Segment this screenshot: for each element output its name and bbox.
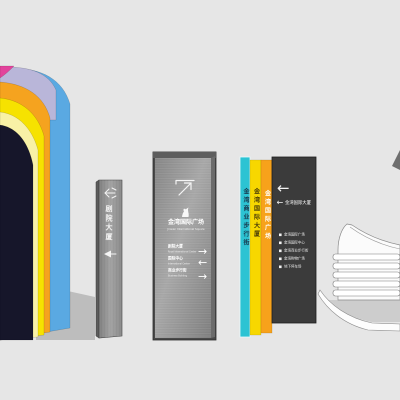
bench-floor-shadow — [326, 300, 400, 322]
arch-sign — [0, 65, 71, 341]
panel-item-bullet — [279, 249, 282, 253]
bench-slat — [332, 271, 400, 279]
bench-slat — [332, 253, 400, 261]
stripe-orange — [260, 159, 273, 334]
directory-sign — [152, 151, 217, 341]
directory-sign-texture — [155, 158, 211, 338]
directory-sign-side — [211, 156, 215, 338]
stripe-sign — [239, 156, 317, 338]
bench-sign-curve-line — [349, 226, 400, 250]
arrow-up-right-icon — [175, 179, 195, 196]
pole-sign — [95, 179, 123, 339]
pole-sign-texture — [99, 180, 122, 338]
arch-dark-interior — [0, 124, 34, 341]
direction-fork-icon — [104, 187, 117, 199]
panel-item-bullet — [279, 233, 282, 237]
stripe-cyan — [239, 156, 251, 338]
arch-accent-tip — [0, 65, 15, 79]
bench-slat — [332, 289, 400, 297]
bench-sign-base — [317, 289, 400, 332]
panel-item-bullet — [279, 265, 282, 269]
stripe-yellow — [249, 159, 262, 336]
stripe-dark-panel — [271, 156, 317, 324]
direction-arrow-icon — [104, 250, 117, 258]
logo-icon — [182, 207, 189, 217]
bench-slat — [332, 280, 400, 288]
panel-item-bullet — [279, 257, 282, 261]
panel-item-bullet — [279, 241, 282, 245]
bench-slat — [332, 262, 400, 270]
pole-sign-side — [95, 179, 100, 339]
bench-sign — [317, 223, 400, 332]
directory-sign-top-cap — [153, 152, 216, 158]
top-right-partial-object — [392, 150, 400, 170]
